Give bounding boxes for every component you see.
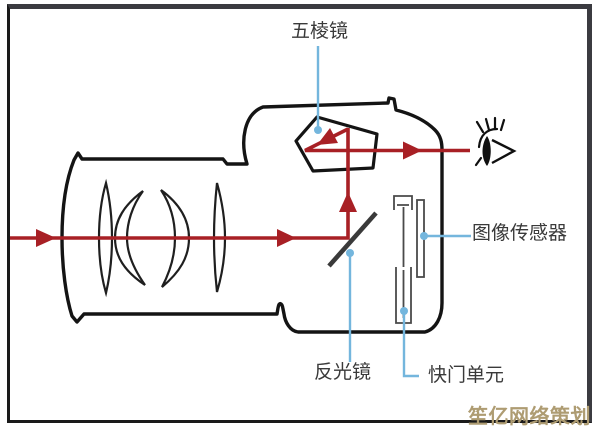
mirror-line [327,211,378,268]
eye-icon [474,116,517,167]
watermark: 笙亿网络策划 [468,406,591,428]
light-path-arrow-up [339,192,357,212]
light-path-main [10,128,350,240]
callout-dot-sensor [420,232,428,240]
pentaprism-shape [294,115,379,173]
camera-body-outline [60,96,444,334]
shutter-top-bracket [393,195,413,210]
callout-dot-shutter [400,307,408,315]
callout-dot-pentaprism [314,126,322,134]
diagram-border [7,4,592,423]
label-reflex-mirror: 反光镜 [314,362,372,383]
label-image-sensor: 图像传感器 [472,223,568,244]
label-shutter-unit: 快门单元 [428,365,505,386]
light-path-arrow-to-mirror [277,229,296,247]
label-pentaprism: 五棱镜 [291,21,349,42]
light-path-arrow-prism [317,128,338,145]
callout-dot-mirror [346,249,354,257]
light-path-arrow-eyepiece [403,141,422,160]
callout-line-shutter [402,314,419,378]
light-path-arrow-entry [36,229,56,247]
lens-element-2 [113,190,146,286]
